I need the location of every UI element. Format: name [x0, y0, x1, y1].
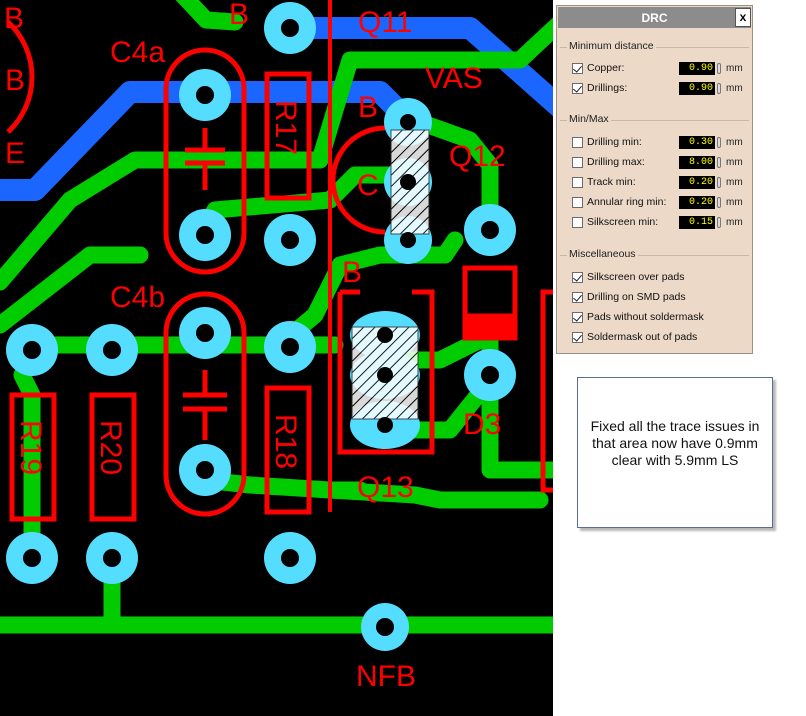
row-label: Soldermask out of pads: [587, 331, 698, 343]
drilling-max-value-field[interactable]: 8.00: [679, 155, 715, 169]
unit-label: mm: [726, 136, 743, 148]
pcb-label: VAS: [425, 62, 483, 95]
pcb-label: R20: [94, 420, 127, 475]
pcb-label: C4b: [110, 281, 165, 314]
pcb-canvas[interactable]: B B E C4a C4b B Q11 VAS B C Q12 B D3 Q13…: [0, 0, 553, 716]
pcb-label: Q13: [357, 471, 414, 504]
drillings-checkbox[interactable]: [572, 82, 583, 94]
copper-value-field[interactable]: 0.90: [679, 61, 715, 75]
min-distance-section: Minimum distance Copper: 0.90 mm Drillin…: [560, 40, 749, 108]
pcb-label: NFB: [356, 660, 416, 693]
row-label: Drillings:: [587, 82, 628, 94]
drilling-on-smd-pads-checkbox[interactable]: [572, 291, 583, 303]
row-label: Pads without soldermask: [587, 311, 704, 323]
silkscreen-over-pads-checkbox[interactable]: [572, 271, 583, 283]
drc-row-drilling-min: Drilling min: 0.30 mm: [572, 133, 749, 151]
row-label: Drilling on SMD pads: [587, 291, 686, 303]
drc-row-pads-without-soldermask: Pads without soldermask: [572, 308, 749, 326]
track-min-value-field[interactable]: 0.20: [679, 175, 715, 189]
pcb-label: Q12: [449, 140, 506, 173]
pcb-label: E: [5, 137, 25, 170]
drc-row-annular-ring-min: Annular ring min: 0.20 mm: [572, 193, 749, 211]
pcb-label: C: [357, 169, 379, 202]
section-divider: [560, 255, 749, 256]
spinner-icon[interactable]: [717, 156, 721, 168]
spinner-icon[interactable]: [717, 176, 721, 188]
drc-panel: DRC x Minimum distance Copper: 0.90 mm D…: [556, 5, 753, 354]
spinner-icon[interactable]: [717, 62, 721, 74]
annular-ring-min-value-field[interactable]: 0.20: [679, 195, 715, 209]
row-label: Annular ring min:: [587, 196, 667, 208]
section-title: Min/Max: [567, 113, 611, 125]
drillings-value-field[interactable]: 0.90: [679, 81, 715, 95]
pcb-label: B: [358, 91, 378, 124]
drc-row-drilling-on-smd: Drilling on SMD pads: [572, 288, 749, 306]
section-title: Minimum distance: [567, 40, 656, 52]
pcb-label: B: [229, 0, 249, 31]
drc-row-soldermask-out-of-pads: Soldermask out of pads: [572, 328, 749, 346]
drc-title: DRC: [641, 10, 668, 25]
silkscreen-labels: B B E C4a C4b B Q11 VAS B C Q12 B D3 Q13…: [4, 0, 506, 693]
minmax-section: Min/Max Drilling min: 0.30 mm Drilling m…: [560, 113, 749, 243]
pads-without-soldermask-checkbox[interactable]: [572, 311, 583, 323]
unit-label: mm: [726, 62, 743, 74]
annular-ring-min-checkbox[interactable]: [572, 196, 583, 208]
pcb-label: R19: [14, 420, 47, 475]
drc-row-silkscreen-over-pads: Silkscreen over pads: [572, 268, 749, 286]
drilling-max-checkbox[interactable]: [572, 156, 583, 168]
row-label: Silkscreen min:: [587, 216, 659, 228]
unit-label: mm: [726, 176, 743, 188]
drc-row-drillings: Drillings: 0.90 mm: [572, 79, 749, 97]
drilling-min-value-field[interactable]: 0.30: [679, 135, 715, 149]
spinner-icon[interactable]: [717, 136, 721, 148]
close-icon[interactable]: x: [735, 8, 751, 27]
pcb-label: R18: [269, 414, 302, 469]
row-label: Silkscreen over pads: [587, 271, 685, 283]
pcb-label: R17: [269, 100, 302, 155]
silkscreen-min-checkbox[interactable]: [572, 216, 583, 228]
drc-row-drilling-max: Drilling max: 8.00 mm: [572, 153, 749, 171]
drc-row-track-min: Track min: 0.20 mm: [572, 173, 749, 191]
unit-label: mm: [726, 196, 743, 208]
spinner-icon[interactable]: [717, 216, 721, 228]
drc-row-silkscreen-min: Silkscreen min: 0.15 mm: [572, 213, 749, 231]
silkscreen-min-value-field[interactable]: 0.15: [679, 215, 715, 229]
section-title: Miscellaneous: [567, 248, 638, 260]
spinner-icon[interactable]: [717, 82, 721, 94]
pcb-label: C4a: [110, 36, 165, 69]
pcb-label: D3: [463, 408, 501, 441]
drc-titlebar[interactable]: DRC x: [558, 7, 751, 28]
row-label: Drilling max:: [587, 156, 645, 168]
drilling-min-checkbox[interactable]: [572, 136, 583, 148]
pcb-label: B: [342, 256, 362, 289]
spinner-icon[interactable]: [717, 196, 721, 208]
silkscreen: [6, 0, 553, 522]
unit-label: mm: [726, 156, 743, 168]
row-label: Drilling min:: [587, 136, 642, 148]
track-min-checkbox[interactable]: [572, 176, 583, 188]
row-label: Track min:: [587, 176, 636, 188]
drc-row-copper: Copper: 0.90 mm: [572, 59, 749, 77]
note-text: Fixed all the trace issues in that area …: [590, 418, 760, 468]
drill-holes: [23, 19, 499, 636]
unit-label: mm: [726, 216, 743, 228]
soldermask-out-of-pads-checkbox[interactable]: [572, 331, 583, 343]
misc-section: Miscellaneous Silkscreen over pads Drill…: [560, 248, 749, 348]
section-divider: [560, 120, 749, 121]
pcb-label: B: [4, 2, 24, 35]
row-label: Copper:: [587, 62, 625, 74]
bottom-traces: [0, 17, 553, 201]
unit-label: mm: [726, 82, 743, 94]
pcb-label: B: [5, 64, 25, 97]
annotation-note: Fixed all the trace issues in that area …: [577, 377, 773, 528]
copper-checkbox[interactable]: [572, 62, 583, 74]
pcb-label: Q11: [358, 6, 412, 39]
